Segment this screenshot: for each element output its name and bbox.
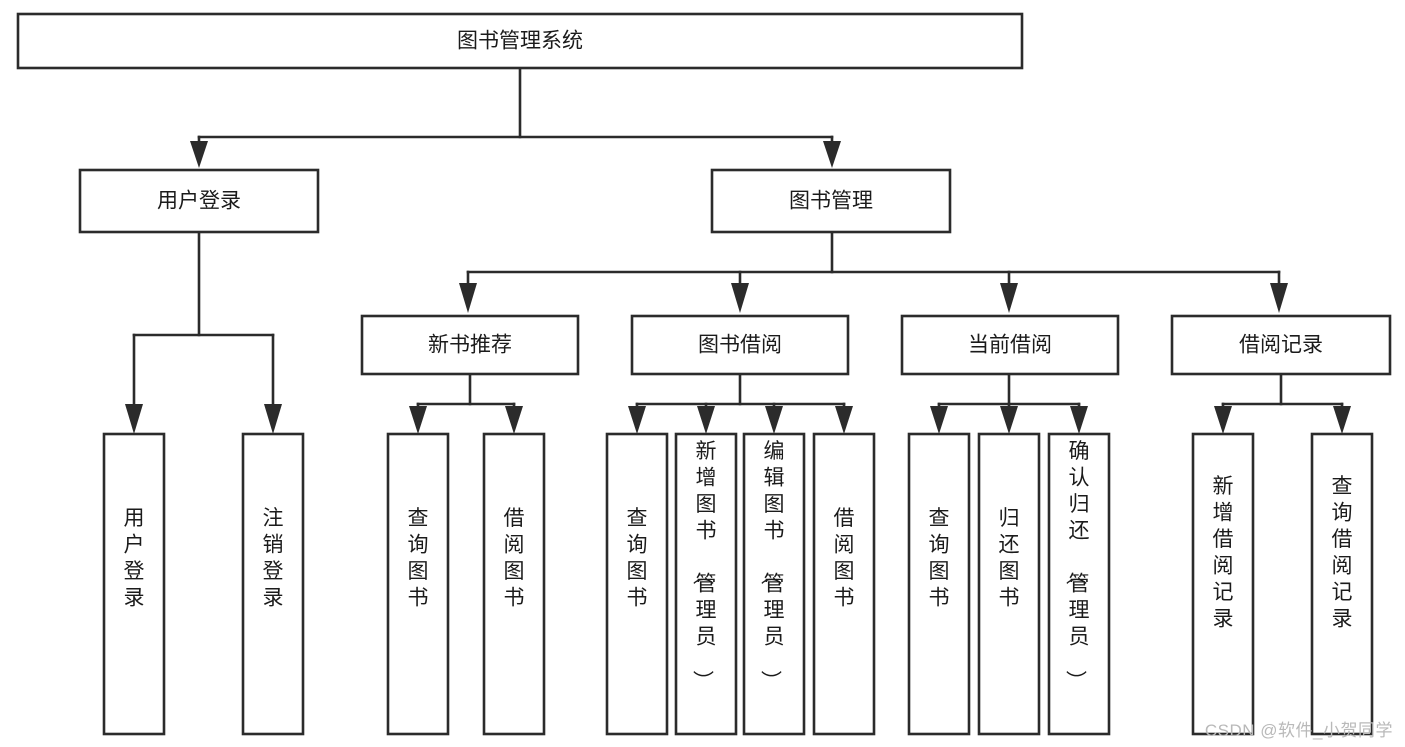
node-leaf-edit-book-box[interactable] [742, 432, 806, 736]
arrowhead-book-manage [823, 141, 841, 168]
node-leaf-confirm-return-box[interactable] [1047, 432, 1111, 736]
arrowhead-leaf-return-book [1000, 406, 1018, 434]
node-user-login[interactable]: 用户登录 [78, 168, 320, 234]
node-leaf-add-book-box[interactable] [674, 432, 738, 736]
node-new-book-rec[interactable]: 新书推荐 [360, 314, 580, 376]
arrowhead-leaf-query-book-1 [409, 406, 427, 434]
arrowhead-leaf-logout [264, 404, 282, 434]
node-leaf-query-book-1-label: 查询图书 [408, 507, 429, 610]
arrowhead-leaf-user-login [125, 404, 143, 434]
node-current-borrow[interactable]: 当前借阅 [900, 314, 1120, 376]
node-leaf-borrow-book-2[interactable]: 借阅图书 [812, 432, 876, 736]
node-leaf-query-book-2-label: 查询图书 [627, 507, 648, 610]
node-leaf-add-record[interactable]: 新增借阅记录 [1191, 432, 1255, 736]
node-leaf-edit-book[interactable]: 编辑图书（管理员） [742, 432, 806, 736]
node-leaf-query-book-3-box[interactable] [907, 432, 971, 736]
node-user-login-box[interactable] [78, 168, 320, 234]
node-leaf-user-login-box[interactable] [102, 432, 166, 736]
node-leaf-query-record-box[interactable] [1310, 432, 1374, 736]
arrowhead-leaf-edit-book [765, 406, 783, 434]
node-new-book-rec-box[interactable] [360, 314, 580, 376]
node-leaf-query-record-label: 查询借阅记录 [1332, 475, 1353, 631]
node-leaf-user-login[interactable]: 用户登录 [102, 432, 166, 736]
arrowhead-book-borrow [731, 283, 749, 313]
node-current-borrow-box[interactable] [900, 314, 1120, 376]
arrowhead-current-borrow [1000, 283, 1018, 313]
arrowhead-borrow-record [1270, 283, 1288, 313]
node-new-book-rec-label: 新书推荐 [428, 334, 512, 357]
node-root-box[interactable] [16, 12, 1024, 70]
node-book-manage-box[interactable] [710, 168, 952, 234]
node-leaf-edit-book-label: 编辑图书（管理员） [759, 440, 785, 691]
node-leaf-borrow-book-2-box[interactable] [812, 432, 876, 736]
node-leaf-confirm-return[interactable]: 确认归还（管理员） [1047, 432, 1111, 736]
node-leaf-return-book-label: 归还图书 [999, 507, 1020, 610]
node-leaf-borrow-book-1-label: 借阅图书 [504, 507, 525, 610]
arrowhead-leaf-add-book [697, 406, 715, 434]
node-leaf-return-book-box[interactable] [977, 432, 1041, 736]
node-leaf-borrow-book-1[interactable]: 借阅图书 [482, 432, 546, 736]
arrowhead-new-book-rec [459, 283, 477, 313]
arrowhead-leaf-add-record [1214, 406, 1232, 434]
node-leaf-query-book-2[interactable]: 查询图书 [605, 432, 669, 736]
node-leaf-add-record-label: 新增借阅记录 [1213, 475, 1234, 631]
arrowhead-leaf-borrow-book-2 [835, 406, 853, 434]
node-leaf-add-book[interactable]: 新增图书（管理员） [674, 432, 738, 736]
node-root[interactable]: 图书管理系统 [16, 12, 1024, 70]
node-leaf-borrow-book-1-box[interactable] [482, 432, 546, 736]
node-leaf-user-login-label: 用户登录 [124, 507, 145, 610]
node-borrow-record-label: 借阅记录 [1239, 334, 1323, 357]
node-borrow-record-box[interactable] [1170, 314, 1392, 376]
node-root-label: 图书管理系统 [457, 30, 583, 53]
node-leaf-query-book-3[interactable]: 查询图书 [907, 432, 971, 736]
node-leaf-query-book-1[interactable]: 查询图书 [386, 432, 450, 736]
node-leaf-logout-box[interactable] [241, 432, 305, 736]
node-leaf-query-record[interactable]: 查询借阅记录 [1310, 432, 1374, 736]
node-leaf-confirm-return-label: 确认归还（管理员） [1064, 440, 1090, 691]
node-book-borrow-label: 图书借阅 [698, 334, 782, 357]
node-leaf-return-book[interactable]: 归还图书 [977, 432, 1041, 736]
node-leaf-add-record-box[interactable] [1191, 432, 1255, 736]
node-book-manage[interactable]: 图书管理 [710, 168, 952, 234]
node-leaf-logout[interactable]: 注销登录 [241, 432, 305, 736]
arrowhead-leaf-confirm-return [1070, 406, 1088, 434]
arrowhead-leaf-query-record [1333, 406, 1351, 434]
connector-layer [125, 66, 1351, 434]
node-leaf-logout-label: 注销登录 [263, 507, 284, 610]
node-user-login-label: 用户登录 [157, 190, 241, 213]
node-book-manage-label: 图书管理 [789, 190, 873, 213]
arrowhead-leaf-borrow-book-1 [505, 406, 523, 434]
arrowhead-user-login [190, 141, 208, 168]
node-leaf-query-book-3-label: 查询图书 [929, 507, 950, 610]
node-leaf-query-book-2-box[interactable] [605, 432, 669, 736]
node-current-borrow-label: 当前借阅 [968, 334, 1052, 357]
node-leaf-query-book-1-box[interactable] [386, 432, 450, 736]
arrowhead-leaf-query-book-2 [628, 406, 646, 434]
node-book-borrow-box[interactable] [630, 314, 850, 376]
node-leaf-borrow-book-2-label: 借阅图书 [834, 507, 855, 610]
arrowhead-leaf-query-book-3 [930, 406, 948, 434]
node-borrow-record[interactable]: 借阅记录 [1170, 314, 1392, 376]
node-book-borrow[interactable]: 图书借阅 [630, 314, 850, 376]
node-leaf-add-book-label: 新增图书（管理员） [691, 440, 717, 691]
